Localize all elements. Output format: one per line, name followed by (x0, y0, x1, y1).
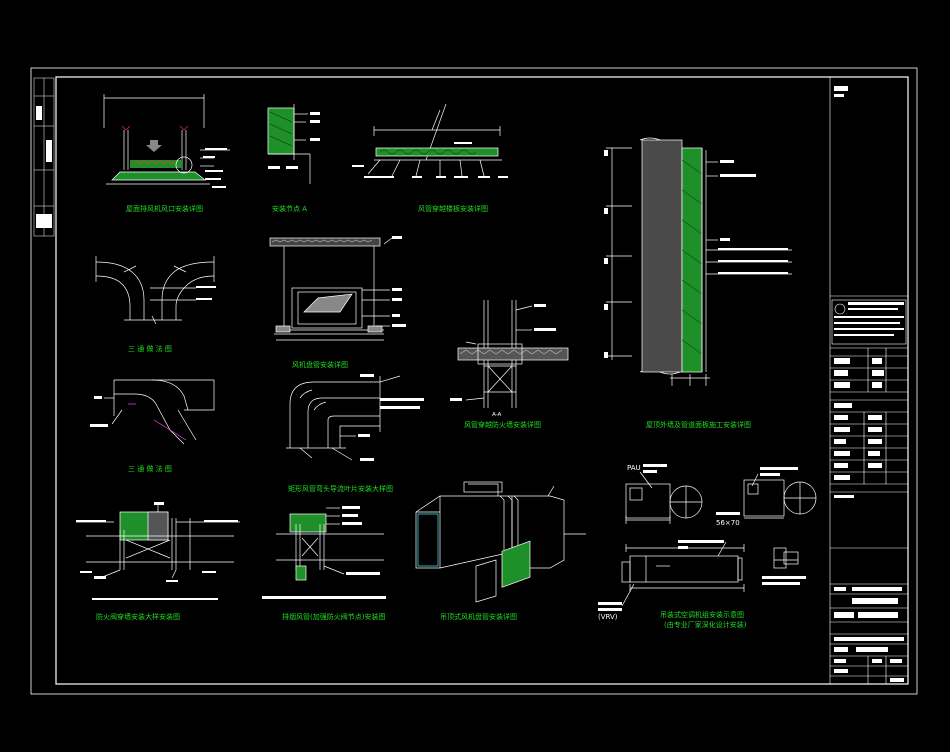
detail-elbow-vanes: 矩形风管弯头导流叶片安装大样图 (286, 374, 424, 493)
detail-floor-duct: 风管穿越楼板安装详图 (352, 103, 508, 213)
svg-text:屋面排风机风口安装详图: 屋面排风机风口安装详图 (126, 204, 203, 213)
detail-fancoil-hanger: 风机盘管安装详图 (269, 236, 406, 369)
dimension-label: 56×70 (716, 519, 740, 527)
svg-text:三 通 做 法 图: 三 通 做 法 图 (128, 464, 172, 473)
detail-fire-damper-wall: 防火阀穿墙安装大样安装图 (76, 502, 240, 621)
detail-duct-through-floor: A-A 风管穿越防火墙安装详图 (450, 300, 569, 429)
svg-text:吊顶式风机盘管安装详图: 吊顶式风机盘管安装详图 (440, 612, 517, 621)
svg-text:排烟风管(加强防火阀节点)安装图: 排烟风管(加强防火阀节点)安装图 (282, 612, 385, 621)
detail-fire-damper-suspended: 排烟风管(加强防火阀节点)安装图 (262, 506, 386, 621)
svg-text:(由专业厂家深化设计安装): (由专业厂家深化设计安装) (664, 620, 747, 629)
detail-elbow: 三 通 做 法 图 (90, 379, 215, 473)
section-marker: A-A (492, 412, 502, 418)
outer-border (30, 67, 918, 695)
detail-pau-hanger-right: 56×70 (716, 467, 817, 527)
title-block (829, 77, 908, 684)
detail-tee-branch: 三 通 做 法 图 (95, 256, 216, 353)
svg-text:矩形风管弯头导流叶片安装大样图: 矩形风管弯头导流叶片安装大样图 (288, 484, 393, 493)
svg-text:吊装式空调机组安装示意图: 吊装式空调机组安装示意图 (660, 610, 744, 619)
detail-node-a: 安装节点 A (267, 104, 320, 213)
detail-pau-hanger-top: PAU (625, 464, 703, 524)
detail-rooftop-outlet: 屋面排风机风口安装详图 (103, 94, 230, 213)
inner-border (55, 76, 909, 685)
binding-strip (33, 77, 55, 237)
detail-small-bracket (762, 547, 806, 585)
detail-wall-section: 屋顶外墙及管道面板施工安装详图 (604, 137, 792, 429)
detail-pau-side: (VRV) 吊装式空调机组安装示意图 (由专业厂家深化设计安装) (598, 540, 747, 629)
svg-text:风管穿越防火墙安装详图: 风管穿越防火墙安装详图 (464, 420, 541, 429)
detail-isometric-duct: 吊顶式风机盘管安装详图 (415, 481, 586, 621)
vrv-label: (VRV) (598, 613, 618, 621)
svg-text:三 通 做 法 图: 三 通 做 法 图 (128, 344, 172, 353)
svg-text:屋顶外墙及管道面板施工安装详图: 屋顶外墙及管道面板施工安装详图 (646, 420, 751, 429)
svg-text:防火阀穿墙安装大样安装图: 防火阀穿墙安装大样安装图 (96, 612, 180, 621)
svg-text:风机盘管安装详图: 风机盘管安装详图 (292, 360, 348, 369)
svg-text:安装节点 A: 安装节点 A (272, 204, 307, 213)
pau-label: PAU (627, 464, 641, 472)
svg-text:风管穿越楼板安装详图: 风管穿越楼板安装详图 (418, 204, 488, 213)
